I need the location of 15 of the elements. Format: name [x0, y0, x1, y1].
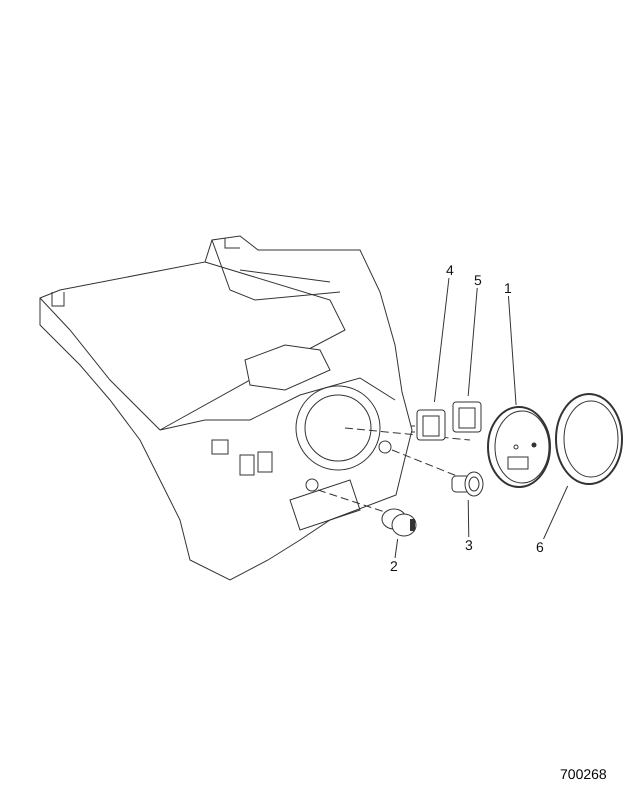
callout-number: 3	[465, 537, 473, 553]
callout-number: 2	[390, 558, 398, 574]
callout-number: 1	[504, 280, 512, 296]
callout-number: 6	[536, 539, 544, 555]
leader-line	[468, 500, 470, 538]
part-number: 700268	[560, 766, 607, 782]
leader-line	[543, 486, 568, 540]
callout-number: 4	[446, 262, 454, 278]
callout-number: 5	[474, 272, 482, 288]
leader-line	[434, 278, 450, 402]
leader-line	[508, 296, 517, 406]
leader-line	[468, 288, 478, 396]
bezel-ring-drawing	[554, 392, 624, 486]
gauge-drawing	[486, 405, 552, 489]
leader-line	[394, 538, 398, 558]
